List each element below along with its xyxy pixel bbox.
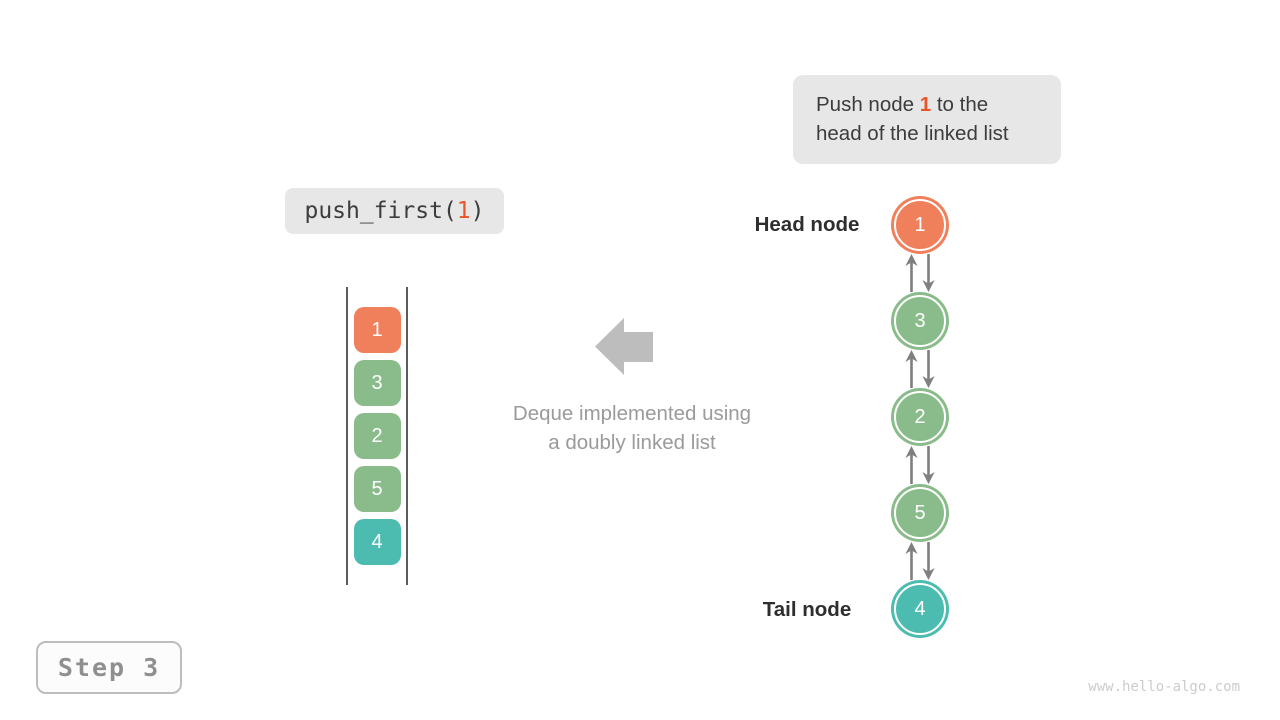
list-node: 1 bbox=[891, 196, 949, 254]
deque-stack: 1 3 2 5 4 bbox=[346, 287, 408, 585]
tail-node-label: Tail node bbox=[762, 598, 852, 621]
stack-item: 4 bbox=[353, 519, 401, 565]
step-badge: Step 3 bbox=[36, 641, 182, 694]
stack-item: 3 bbox=[353, 360, 401, 406]
watermark: www.hello-algo.com bbox=[1088, 679, 1240, 695]
stack-item: 2 bbox=[353, 413, 401, 459]
head-node-label: Head node bbox=[754, 213, 860, 236]
annotation-line1: Push node 1 to the bbox=[816, 90, 1061, 119]
node-ring bbox=[894, 391, 946, 443]
caption-line1: Deque implemented using bbox=[512, 402, 752, 425]
up-down-arrows-icon bbox=[905, 350, 935, 388]
caption-line2: a doubly linked list bbox=[548, 431, 716, 454]
node-ring bbox=[894, 199, 946, 251]
node-ring bbox=[894, 487, 946, 539]
left-arrow-icon bbox=[595, 318, 653, 380]
node-value: 1 bbox=[914, 213, 926, 236]
stack-item: 5 bbox=[353, 466, 401, 512]
annotation-box: Push node 1 to the head of the linked li… bbox=[793, 75, 1061, 164]
list-node: 3 bbox=[891, 292, 949, 350]
node-value: 5 bbox=[914, 501, 926, 524]
double-arrow-connector bbox=[891, 350, 949, 388]
double-arrow-connector bbox=[891, 446, 949, 484]
linked-list: 1 3 2 5 4 bbox=[891, 196, 949, 638]
double-arrow-connector bbox=[891, 254, 949, 292]
node-ring bbox=[894, 583, 946, 635]
code-text-post: ) bbox=[470, 198, 485, 224]
code-arg-highlight: 1 bbox=[456, 198, 471, 224]
up-down-arrows-icon bbox=[905, 254, 935, 292]
annotation-text-post: to the bbox=[931, 93, 989, 116]
list-node: 5 bbox=[891, 484, 949, 542]
node-value: 3 bbox=[914, 309, 926, 332]
deque-stack-items: 1 3 2 5 4 bbox=[348, 287, 406, 565]
caption: Deque implemented using a doubly linked … bbox=[482, 399, 782, 457]
node-value: 4 bbox=[914, 597, 926, 620]
step-badge-label: Step 3 bbox=[57, 653, 161, 682]
node-value: 2 bbox=[914, 405, 926, 428]
list-node: 4 bbox=[891, 580, 949, 638]
up-down-arrows-icon bbox=[905, 446, 935, 484]
annotation-text-pre: Push node bbox=[816, 93, 920, 116]
node-ring bbox=[894, 295, 946, 347]
list-node: 2 bbox=[891, 388, 949, 446]
code-text-pre: push_first( bbox=[304, 198, 457, 224]
code-call-box: push_first(1) bbox=[285, 188, 504, 234]
annotation-highlight: 1 bbox=[919, 93, 932, 116]
up-down-arrows-icon bbox=[905, 542, 935, 580]
stack-item: 1 bbox=[353, 307, 401, 353]
annotation-line2: head of the linked list bbox=[816, 122, 1009, 145]
double-arrow-connector bbox=[891, 542, 949, 580]
